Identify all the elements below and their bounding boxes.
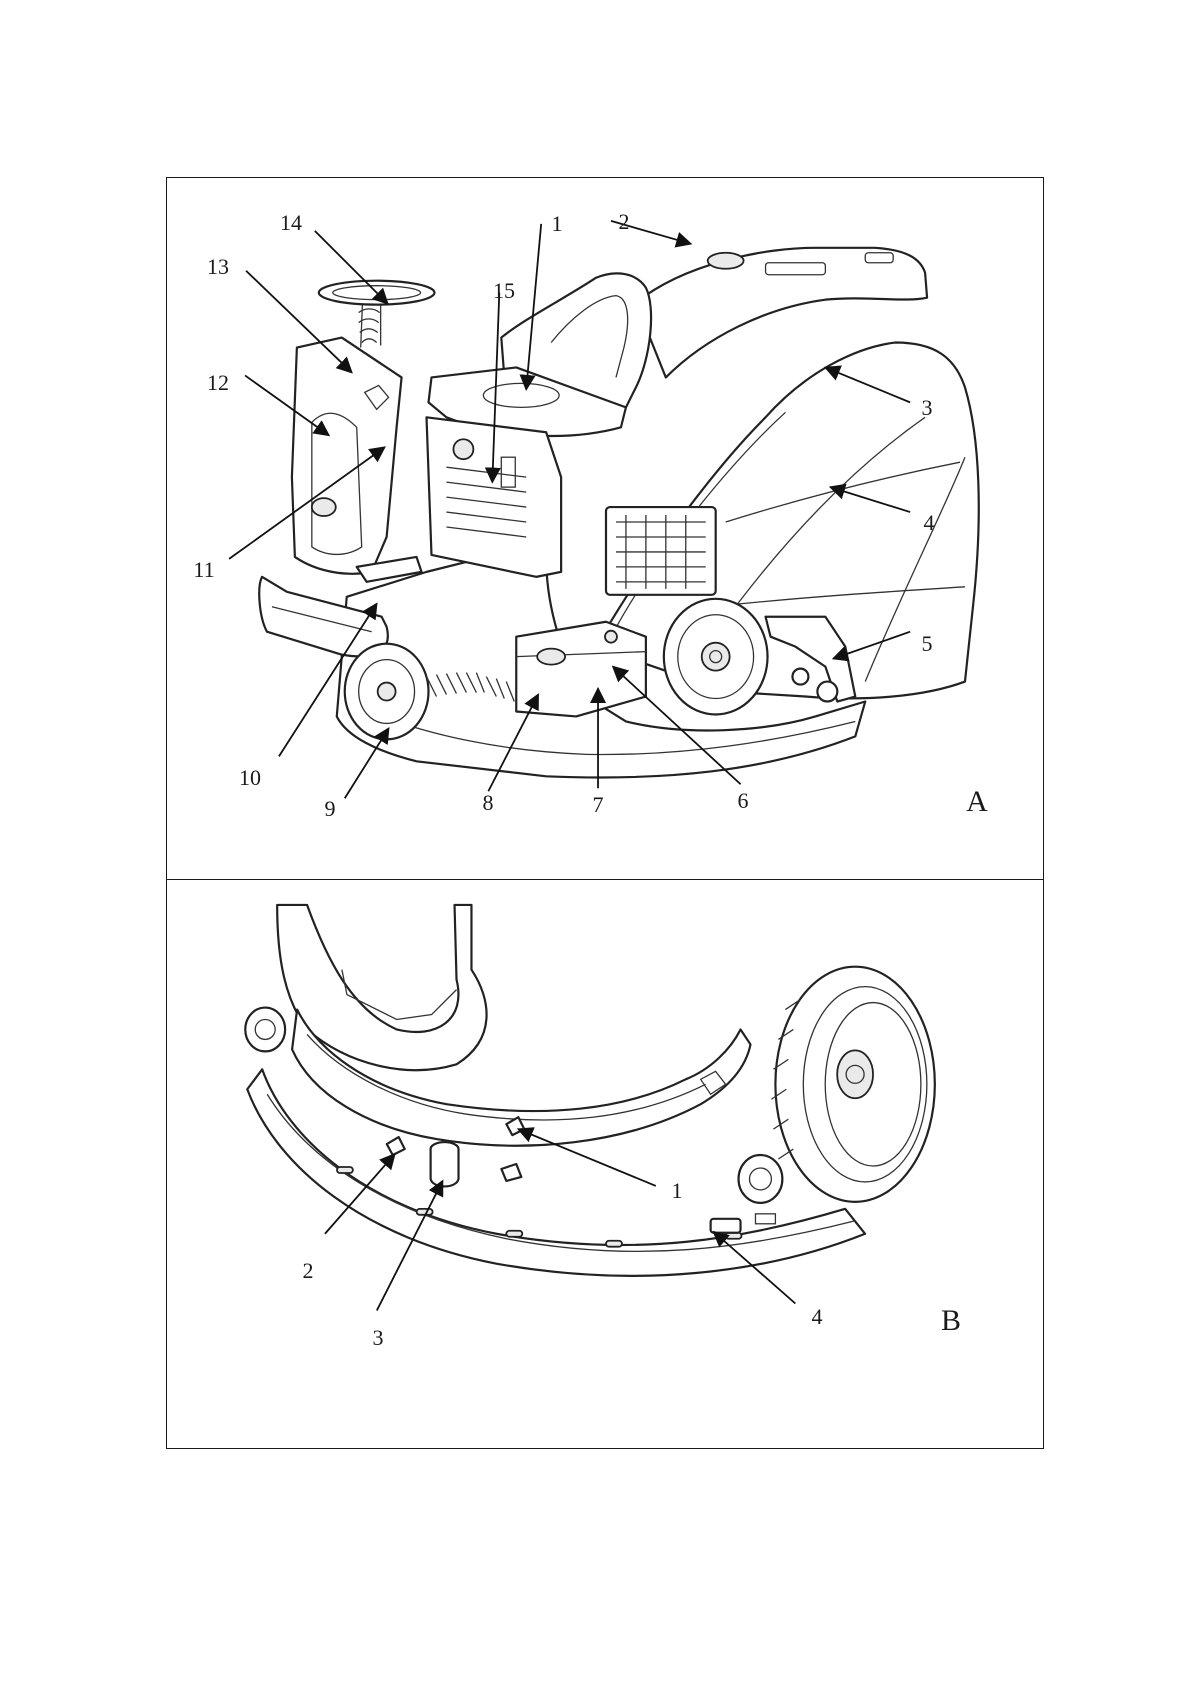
- callout-a-15: 15: [493, 280, 515, 302]
- scrubber-machine-illustration: [167, 178, 1043, 879]
- callout-a-2: 2: [619, 211, 630, 233]
- panel-a-letter: A: [966, 787, 988, 817]
- callout-a-10: 10: [239, 767, 261, 789]
- callout-a-1: 1: [552, 213, 563, 235]
- panel-b: 1 2 3 4 B: [166, 879, 1044, 1449]
- callout-b-2: 2: [303, 1260, 314, 1282]
- callout-a-8: 8: [483, 792, 494, 814]
- callout-a-4: 4: [924, 512, 935, 534]
- callout-b-1: 1: [672, 1180, 683, 1202]
- callout-a-12: 12: [207, 372, 229, 394]
- panel-b-letter: B: [941, 1306, 961, 1336]
- callout-a-7: 7: [593, 794, 604, 816]
- panel-a: 1 2 3 4 5 6 7 8 9 10 11 12 13 14 15 A: [166, 177, 1044, 880]
- callout-a-5: 5: [922, 633, 933, 655]
- callout-b-3: 3: [373, 1327, 384, 1349]
- callout-a-9: 9: [325, 798, 336, 820]
- callout-a-13: 13: [207, 256, 229, 278]
- callout-a-11: 11: [193, 559, 214, 581]
- squeegee-detail-illustration: [167, 880, 1043, 1448]
- callout-a-14: 14: [280, 212, 302, 234]
- callout-b-4: 4: [812, 1306, 823, 1328]
- callout-a-3: 3: [922, 397, 933, 419]
- callout-a-6: 6: [738, 790, 749, 812]
